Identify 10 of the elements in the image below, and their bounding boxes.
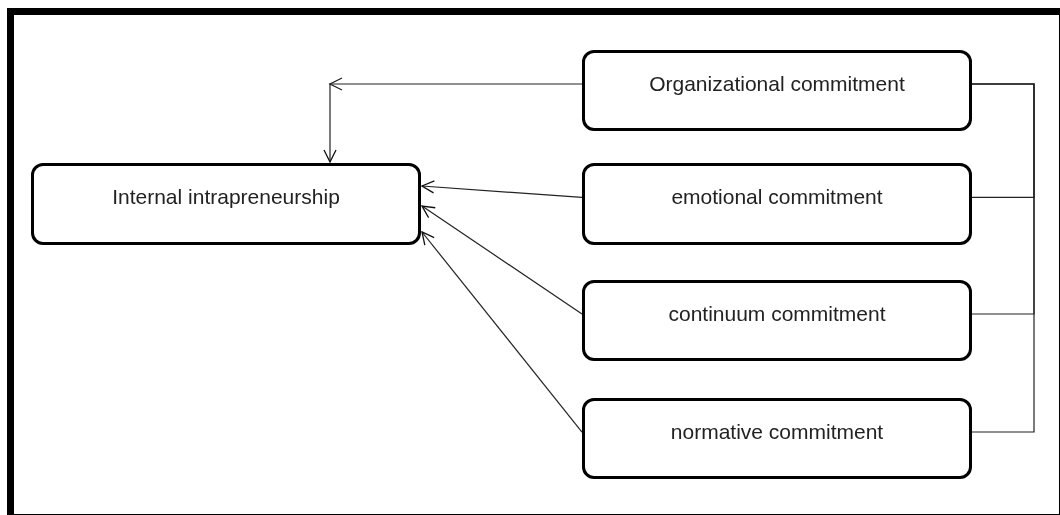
rounded-box — [582, 163, 972, 245]
rounded-box — [31, 163, 421, 245]
rounded-box — [582, 398, 972, 479]
rounded-box — [582, 50, 972, 131]
box-label: Internal intrapreneurship — [112, 184, 340, 210]
box-label: normative commitment — [670, 419, 884, 445]
rounded-box — [582, 280, 972, 361]
box-label: continuum commitment — [668, 301, 886, 327]
box-label: Organizational commitment — [649, 71, 905, 97]
box-label: emotional commitment — [671, 184, 883, 210]
